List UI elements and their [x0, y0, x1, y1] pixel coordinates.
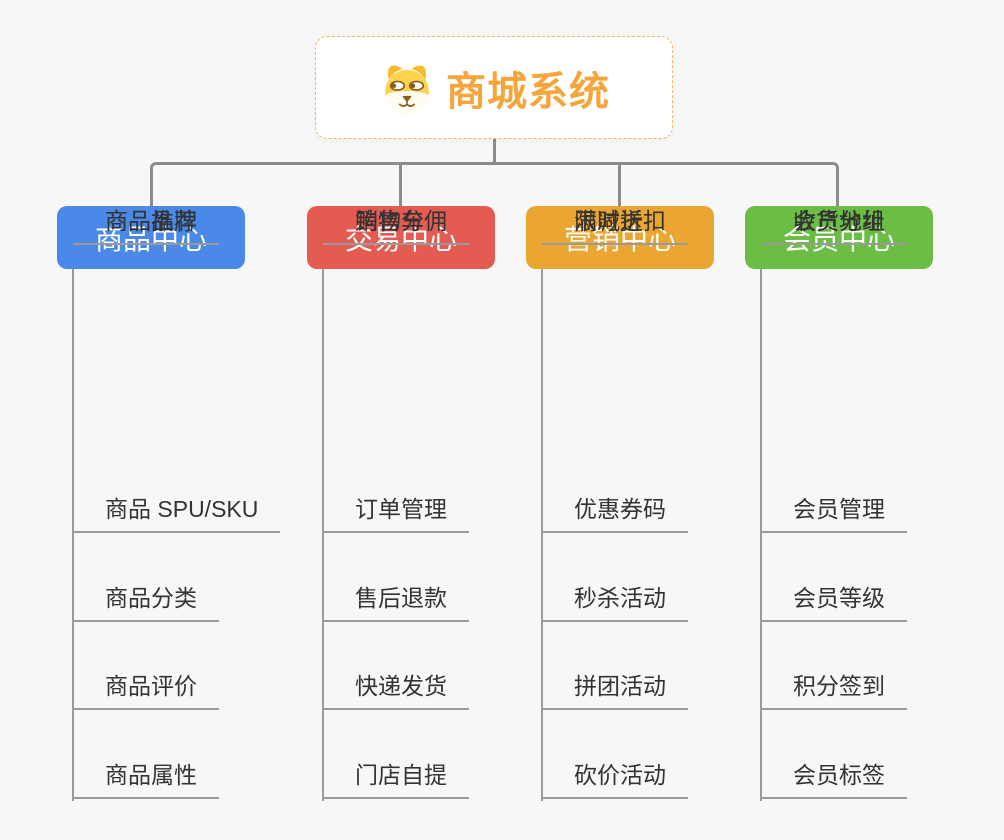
branch-node-product[interactable]: 商品中心: [57, 206, 245, 269]
branch-column-member: 会员中心 会员管理 会员等级 积分签到 会员标签 会员分组 收货地址: [745, 206, 995, 816]
leaf-node[interactable]: 门店自提: [323, 760, 469, 799]
leaf-node[interactable]: 满减送: [542, 206, 665, 245]
branch-column-product: 商品中心 商品 SPU/SKU 商品分类 商品评价 商品属性 商品推荐 商品品牌: [57, 206, 307, 816]
root-node[interactable]: 商城系统: [315, 36, 673, 139]
leaf-node[interactable]: 积分签到: [761, 671, 907, 710]
leaf-node[interactable]: 商品评价: [73, 671, 219, 710]
branch-trunk-line: [541, 269, 543, 801]
connector-drop-marketing: [618, 164, 621, 207]
branch-trunk-line: [322, 269, 324, 801]
leaf-node[interactable]: 商品 SPU/SKU: [73, 494, 281, 533]
leaf-node[interactable]: 拼团活动: [542, 671, 688, 710]
leaf-node[interactable]: 订单管理: [323, 494, 469, 533]
leaf-node[interactable]: 售后退款: [323, 583, 469, 622]
connector-drop-trade: [399, 164, 402, 207]
leaf-node[interactable]: 会员标签: [761, 760, 907, 799]
branch-trunk-line: [760, 269, 762, 801]
root-title: 商城系统: [446, 69, 610, 114]
leaf-node[interactable]: 收货地址: [761, 206, 907, 245]
branch-trunk-line: [72, 269, 74, 801]
branch-node-member[interactable]: 会员中心: [745, 206, 933, 269]
branch-column-trade: 交易中心 订单管理 售后退款 快递发货 门店自提 购物车 销售分佣: [307, 206, 557, 816]
leaf-node[interactable]: 优惠券码: [542, 494, 688, 533]
leaf-node[interactable]: 会员管理: [761, 494, 907, 533]
leaf-node[interactable]: 快递发货: [323, 671, 469, 710]
connector-root-drop: [493, 138, 496, 164]
leaf-node[interactable]: 商品品牌: [73, 206, 219, 245]
leaf-node[interactable]: 会员等级: [761, 583, 907, 622]
dog-face-icon: [385, 65, 429, 113]
branch-node-marketing[interactable]: 营销中心: [526, 206, 714, 269]
branch-column-marketing: 营销中心 优惠券码 秒杀活动 拼团活动 砍价活动 限时折扣 满减送: [526, 206, 776, 816]
connector-bus-line: [150, 162, 839, 207]
leaf-node[interactable]: 商品分类: [73, 583, 219, 622]
leaf-node[interactable]: 砍价活动: [542, 760, 688, 799]
branch-node-trade[interactable]: 交易中心: [307, 206, 495, 269]
leaf-node[interactable]: 商品属性: [73, 760, 219, 799]
leaf-node[interactable]: 秒杀活动: [542, 583, 688, 622]
leaf-node[interactable]: 销售分佣: [323, 206, 469, 245]
